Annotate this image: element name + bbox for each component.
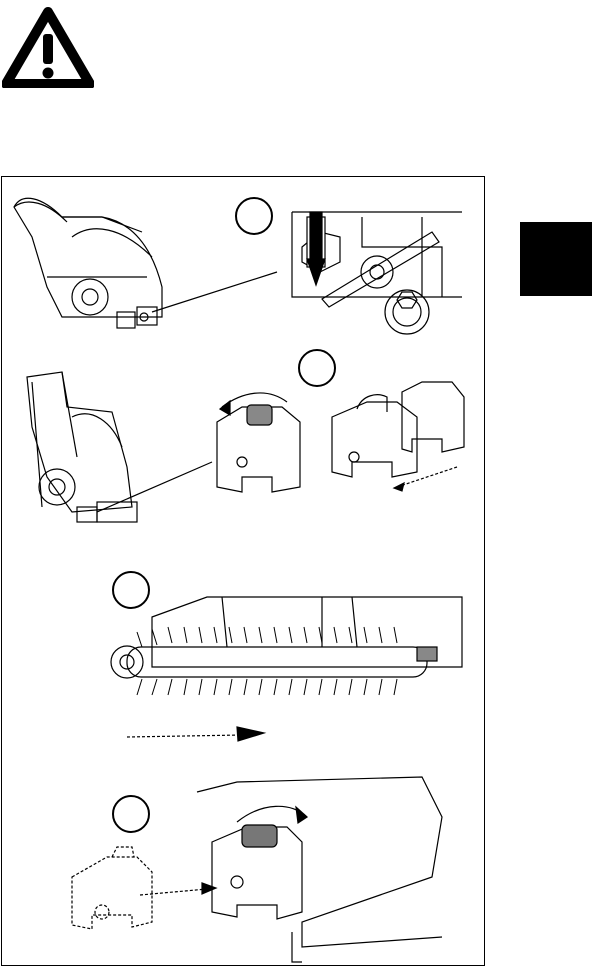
step2-detail — [217, 382, 464, 492]
step1-detail — [292, 212, 462, 334]
section-tab-marker — [520, 222, 592, 296]
step-circle-2 — [298, 349, 336, 387]
step-circle-4 — [112, 795, 150, 833]
warning-triangle-icon — [2, 6, 94, 88]
step-circle-1 — [235, 197, 273, 235]
machine-overview-1 — [14, 198, 162, 328]
step-circle-3 — [112, 571, 150, 609]
machine-overview-2 — [27, 372, 137, 522]
instruction-figure — [1, 176, 485, 966]
step3-brush — [111, 597, 462, 741]
